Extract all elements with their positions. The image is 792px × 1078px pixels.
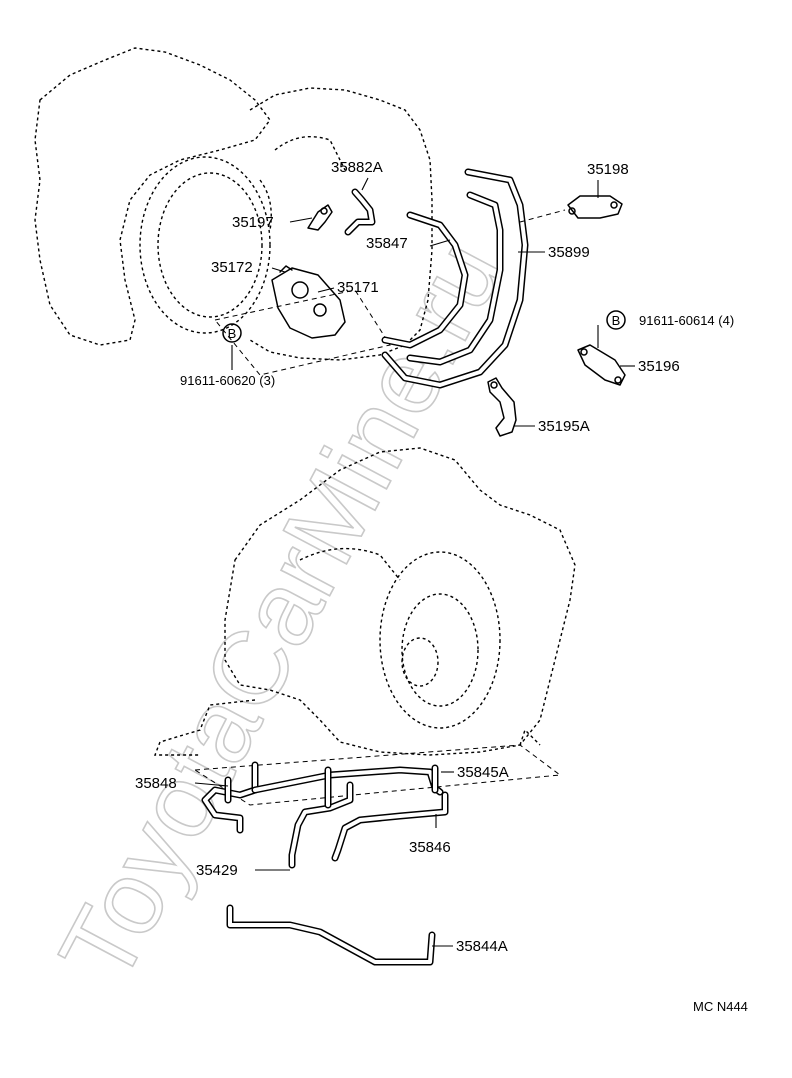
part-35847-pipe	[381, 211, 469, 349]
part-35195A-bracket	[487, 377, 517, 437]
bolt-letter: B	[228, 326, 237, 341]
label-35844A: 35844A	[456, 938, 508, 955]
part-35196-bracket	[577, 344, 626, 386]
upper-transaxle-housing	[34, 47, 433, 361]
label-35195A: 35195A	[538, 418, 590, 435]
upper-leader-lines	[231, 177, 635, 427]
part-35171-body	[271, 265, 346, 339]
label-35197: 35197	[232, 214, 274, 231]
label-35845A: 35845A	[457, 764, 509, 781]
part-35198-bracket	[567, 195, 623, 219]
bolt-symbol-91611-60614: B	[606, 310, 626, 330]
label-35846: 35846	[409, 839, 451, 856]
label-35172: 35172	[211, 259, 253, 276]
lower-transaxle-housing	[153, 447, 576, 756]
watermark-text: ToyotaCarMine.ru	[38, 222, 526, 1001]
label-35882A: 35882A	[331, 159, 383, 176]
bolt-letter: B	[612, 313, 621, 328]
figure-code: MC N444	[693, 999, 748, 1014]
part-35882A-pipe	[344, 188, 376, 236]
part-35846-pipe	[331, 791, 449, 862]
upper-labels: 35198 35882A 35197 35847 35899 35172 351…	[180, 159, 734, 435]
label-35429: 35429	[196, 862, 238, 879]
label-35848: 35848	[135, 775, 177, 792]
lower-mount-plane	[193, 744, 562, 806]
part-35845A-pipe	[251, 764, 444, 796]
label-35899: 35899	[548, 244, 590, 261]
label-35171: 35171	[337, 279, 379, 296]
part-35197-clamp	[307, 204, 333, 231]
label-91611-60614: 91611-60614 (4)	[639, 313, 734, 328]
lower-leader-lines	[194, 771, 454, 947]
watermark: ToyotaCarMine.ru	[37, 221, 526, 1002]
upper-mount-plane	[214, 289, 391, 376]
bolt-symbol-91611-60620: B	[222, 323, 242, 343]
lower-labels: 35848 35845A 35846 35429 35844A	[135, 764, 509, 955]
label-35198: 35198	[587, 161, 629, 178]
part-35844A-pipe	[226, 904, 436, 966]
label-91611-60620: 91611-60620 (3)	[180, 373, 275, 388]
part-35429-pipe	[288, 766, 354, 869]
bracket-guide-line	[519, 209, 566, 223]
label-35196: 35196	[638, 358, 680, 375]
label-35847: 35847	[366, 235, 408, 252]
part-35899-pipe	[381, 168, 529, 389]
